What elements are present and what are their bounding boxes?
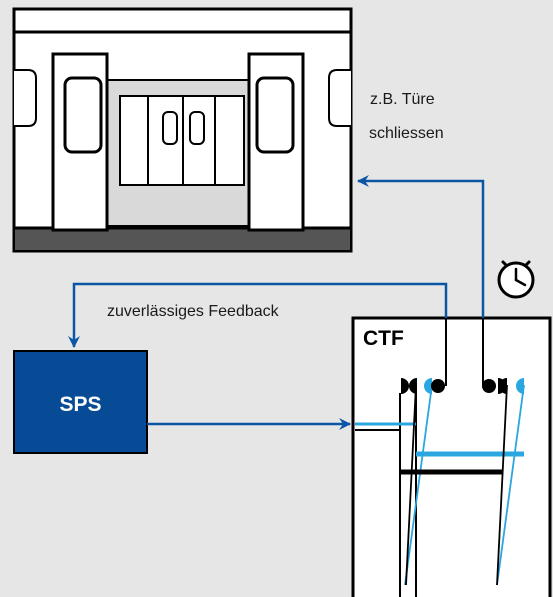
switch-contacts-symbol (355, 318, 525, 597)
right-door-window (255, 76, 295, 154)
clock-icon (497, 260, 535, 299)
train-door-illustration (12, 7, 353, 253)
left-door-window (63, 76, 103, 154)
right-side-window (328, 69, 351, 127)
left-side-window (14, 69, 37, 127)
ctf-module-box (351, 316, 552, 597)
door-command-arrow (357, 175, 485, 318)
door-action-label-line1: z.B. Türe (370, 91, 435, 108)
ctf-module: CTF (351, 316, 552, 597)
sps-label: SPS (59, 393, 101, 416)
feedback-arrow (68, 282, 448, 348)
sps-controller-box: SPS (13, 350, 148, 454)
ctf-label: CTF (363, 327, 404, 350)
train-roof-band (12, 7, 353, 34)
feedback-label: zuverlässiges Feedback (107, 303, 280, 320)
door-action-label-line2: schliessen (369, 125, 444, 142)
train-floor (15, 228, 350, 250)
